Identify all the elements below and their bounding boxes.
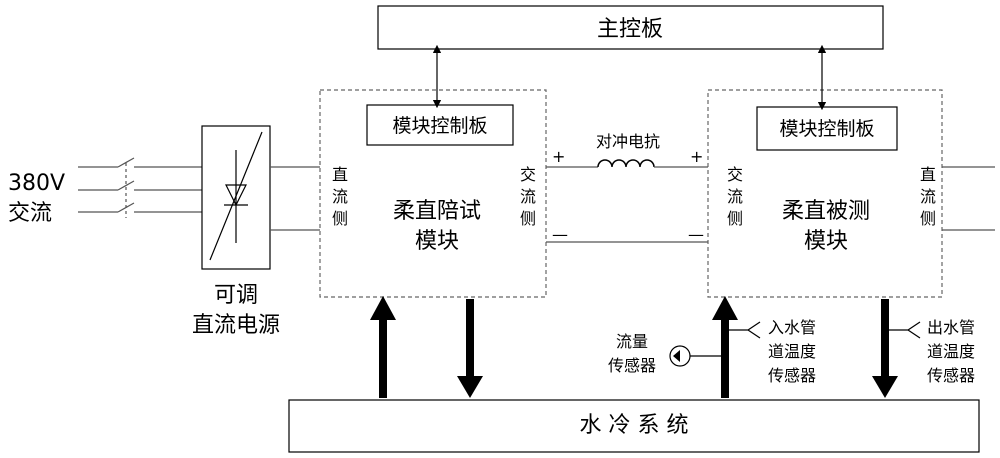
plus-right: + <box>690 147 703 166</box>
reactor-label: 对冲电抗 <box>596 132 660 151</box>
test-module-label-2: 模块 <box>804 229 848 254</box>
outlet-sensor-label-2: 道温度 <box>927 342 975 361</box>
companion-ac-side-2: 流 <box>520 187 536 206</box>
outlet-sensor-label-3: 传感器 <box>927 366 975 385</box>
test-ac-side-2: 流 <box>727 187 743 206</box>
outlet-sensor-icon <box>889 321 921 339</box>
companion-module-label-2: 模块 <box>415 229 459 254</box>
module-control-board-right <box>756 106 898 151</box>
inlet-temperature-sensor: 入水管 道温度 传感器 <box>729 318 816 385</box>
inlet-sensor-label-1: 入水管 <box>768 318 816 337</box>
hedge-reactor: 对冲电抗 <box>546 132 708 168</box>
test-module-label-1: 柔直被测 <box>782 199 870 224</box>
outlet-sensor-label-1: 出水管 <box>927 318 975 337</box>
cooling-system-label: 水 冷 系 统 <box>580 413 689 438</box>
inlet-sensor-label-3: 传感器 <box>768 366 816 385</box>
outlet-temperature-sensor: 出水管 道温度 传感器 <box>889 318 975 385</box>
companion-ac-side-1: 交 <box>520 165 536 184</box>
test-ac-side-3: 侧 <box>727 209 743 228</box>
test-dc-side-2: 流 <box>920 187 936 206</box>
plus-left: + <box>552 147 565 166</box>
inlet-sensor-icon <box>729 321 761 339</box>
test-dc-side-1: 直 <box>920 165 936 184</box>
main-control-board: 主控板 <box>377 5 884 50</box>
water-cooling-system: 水 冷 系 统 <box>288 399 980 453</box>
source-voltage-label: 380V <box>8 171 65 196</box>
module-control-board-right-label: 模块控制板 <box>779 118 874 140</box>
companion-dc-side-2: 流 <box>332 187 348 206</box>
companion-module-label-1: 柔直陪试 <box>393 199 481 224</box>
source-type-label: 交流 <box>8 201 52 226</box>
test-ac-side-1: 交 <box>727 165 743 184</box>
minus-left: — <box>552 225 568 244</box>
test-module: 模块控制板 交 流 侧 直 流 侧 柔直被测 模块 <box>707 89 943 298</box>
flow-sensor-label-1: 流量 <box>616 332 648 351</box>
dc-supply-label-1: 可调 <box>214 283 258 308</box>
test-dc-side-3: 侧 <box>920 209 936 228</box>
companion-dc-side-3: 侧 <box>332 209 348 228</box>
companion-module: 模块控制板 直 流 侧 交 流 侧 柔直陪试 模块 <box>319 89 547 298</box>
companion-dc-side-1: 直 <box>332 165 348 184</box>
inlet-sensor-label-2: 道温度 <box>768 342 816 361</box>
ac-source: 380V 交流 <box>8 157 202 226</box>
main-control-board-label: 主控板 <box>597 17 663 42</box>
companion-ac-side-3: 侧 <box>520 209 536 228</box>
dc-supply-label-2: 直流电源 <box>192 313 280 338</box>
dc-power-supply: 可调 直流电源 <box>192 125 280 338</box>
minus-right: — <box>688 225 704 244</box>
flow-sensor: 流量 传感器 <box>608 332 721 375</box>
flow-sensor-label-2: 传感器 <box>608 356 656 375</box>
module-control-board-left-label: 模块控制板 <box>392 115 487 137</box>
